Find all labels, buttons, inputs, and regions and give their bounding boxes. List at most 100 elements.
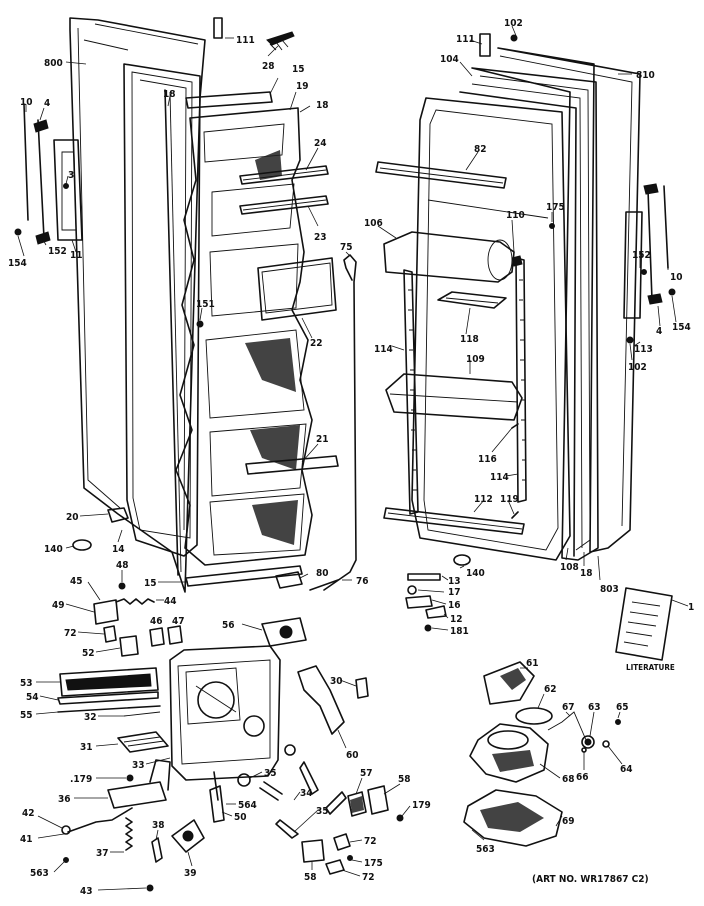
- callout-label: 113: [634, 344, 653, 355]
- screw-151: [196, 320, 204, 328]
- callout-label: 64: [620, 764, 633, 775]
- callout-label: 66: [576, 772, 589, 783]
- fresh-food-door-gasket: [471, 67, 599, 561]
- callout-label: 152: [48, 246, 67, 257]
- fresh-food-inner-liner: [411, 97, 571, 561]
- callout-label: 10: [20, 97, 33, 108]
- disc-62: [515, 707, 553, 725]
- callout-label: 53: [20, 678, 33, 689]
- callout-label: 17: [448, 587, 461, 598]
- fan-motor-assembly: [463, 661, 621, 847]
- wire-67: [547, 711, 587, 741]
- callout-label: 34: [300, 788, 313, 799]
- callout-label: 116: [478, 454, 497, 465]
- motor-39: [171, 819, 205, 853]
- callout-label: 21: [316, 434, 329, 445]
- screw-65: [615, 719, 621, 725]
- pin-34: [299, 761, 319, 795]
- callout-label: 12: [450, 614, 463, 625]
- screw-43: [146, 884, 154, 892]
- solenoid-56: [261, 617, 307, 647]
- callout-label: 67: [562, 702, 575, 713]
- callout-label: 47: [172, 616, 185, 627]
- bracket-30: [355, 677, 369, 699]
- bottom-trim-15: [185, 565, 303, 587]
- bushing-140-left: [72, 539, 92, 551]
- callout-label: 16: [448, 600, 461, 611]
- callout-label: 39: [184, 868, 197, 879]
- callout-label: 41: [20, 834, 33, 845]
- screw-181: [424, 624, 432, 632]
- cam-20: [107, 507, 129, 523]
- screw-179-right: [396, 814, 404, 822]
- callout-label: 114: [490, 472, 509, 483]
- callout-label: 140: [466, 568, 485, 579]
- tube-76: [309, 579, 339, 591]
- callout-label: 42: [22, 808, 35, 819]
- clip-72-c: [325, 859, 345, 875]
- callout-label: 111: [236, 35, 255, 46]
- callout-label: 60: [346, 750, 359, 761]
- callout-label: 58: [304, 872, 317, 883]
- switch-58-right: [367, 785, 389, 815]
- callout-label: 76: [356, 576, 369, 587]
- callout-label: 10: [670, 272, 683, 283]
- callout-label: 151: [196, 299, 215, 310]
- callout-label: 35: [264, 768, 277, 779]
- callout-label: 24: [314, 138, 327, 149]
- dispenser-housing: [169, 645, 281, 781]
- callout-label: 803: [600, 584, 619, 595]
- callout-label: 57: [360, 768, 373, 779]
- callout-label: 44: [164, 596, 177, 607]
- tube-75: [323, 254, 357, 591]
- bushing-140-right: [453, 554, 471, 566]
- cover-61: [483, 661, 535, 705]
- callout-label: 18: [580, 568, 593, 579]
- callout-label: 109: [466, 354, 485, 365]
- door-bin-22: [257, 257, 337, 321]
- spring-37: [125, 817, 133, 851]
- callout-label: 119: [500, 494, 519, 505]
- callout-label: 35: [316, 806, 329, 817]
- callout-label: 140: [44, 544, 63, 555]
- literature-booklet: [615, 587, 673, 661]
- tray-118: [437, 291, 507, 309]
- callout-label: 46: [150, 616, 163, 627]
- art-number: (ART NO. WR17867 C2): [532, 874, 649, 885]
- top-trim-15: [185, 91, 273, 109]
- callout-label: 15: [292, 64, 305, 75]
- callout-label: 114: [374, 344, 393, 355]
- door-shelf-24: [239, 165, 329, 185]
- callout-label: 181: [450, 626, 469, 637]
- stop-13: [407, 573, 441, 581]
- motor-63: [581, 735, 595, 749]
- callout-label: 72: [362, 872, 375, 883]
- housing-68: [469, 723, 549, 783]
- bushing-564: [237, 773, 251, 787]
- callout-label: 80: [316, 568, 329, 579]
- screw-179-left: [126, 774, 134, 782]
- callout-label: 45: [70, 576, 83, 587]
- callout-label: 50: [234, 812, 247, 823]
- callout-label: 38: [152, 820, 165, 831]
- door-rod-18: [164, 89, 179, 576]
- spacer-111-right: [479, 33, 491, 57]
- freezer-door-gasket: [123, 63, 201, 557]
- door-shelf-21: [245, 455, 339, 475]
- clip-72-a: [103, 625, 117, 643]
- lever-49: [93, 599, 119, 625]
- callout-label: 106: [364, 218, 383, 229]
- callout-label: 65: [616, 702, 629, 713]
- callout-label: 33: [132, 760, 145, 771]
- callout-label: 118: [460, 334, 479, 345]
- spring-44: [115, 598, 155, 605]
- callout-label: 62: [544, 684, 557, 695]
- callout-label: 108: [560, 562, 579, 573]
- spacer-111-left: [213, 17, 223, 39]
- callout-label: 175: [364, 858, 383, 869]
- callout-label: 15: [144, 578, 157, 589]
- callout-label: 43: [80, 886, 93, 897]
- freezer-door-group: [14, 17, 357, 593]
- switch-57: [347, 791, 367, 817]
- callout-label: 63: [588, 702, 601, 713]
